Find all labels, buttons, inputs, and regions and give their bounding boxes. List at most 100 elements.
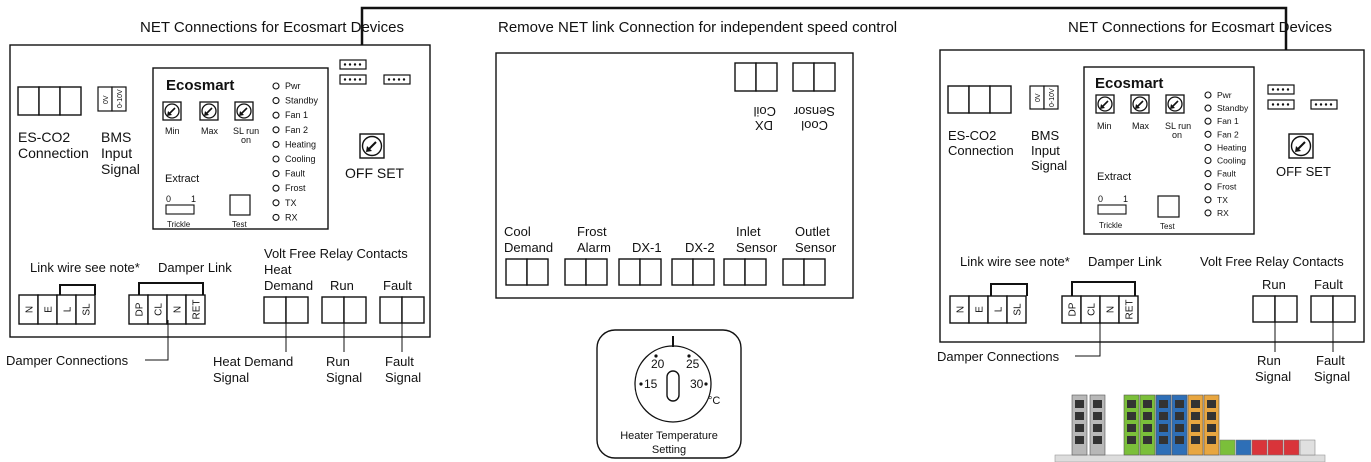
trickle-label-right: Trickle — [1099, 221, 1123, 230]
terminal-slot — [505, 258, 528, 286]
inlet-sensor-label-2: Sensor — [736, 240, 778, 255]
cooling-board: Coil DX Sensor Cool Cool Demand Frost Al… — [495, 52, 854, 299]
cool-sensor-label-1: Cool — [801, 118, 828, 133]
din-end-block — [1283, 439, 1300, 456]
max-knob-icon-right[interactable] — [1130, 94, 1150, 114]
din-screw-icon — [1191, 400, 1200, 408]
sl-run-label: SL run — [233, 126, 259, 136]
trickle-switch[interactable] — [165, 204, 195, 215]
min-knob-icon-right[interactable] — [1095, 94, 1115, 114]
bms-input-label-right: Input — [1031, 143, 1060, 158]
led-indicator-icon — [272, 155, 280, 163]
din-screw-icon — [1159, 400, 1168, 408]
run-signal-label: Run — [326, 354, 350, 369]
terminal-slot — [639, 258, 662, 286]
din-screw-icon — [1191, 412, 1200, 420]
right-leader-lines — [1075, 322, 1334, 357]
din-screw-icon — [1207, 424, 1216, 432]
terminal-slot — [75, 294, 96, 325]
heat-demand-signal-label-2: Signal — [213, 370, 249, 385]
test-button-right[interactable] — [1157, 195, 1180, 218]
offset-knob-icon-right[interactable] — [1288, 133, 1314, 159]
right-control-board: ES-CO2 Connection 0V 0-10V BMS Input Sig… — [939, 49, 1365, 343]
max-knob-icon[interactable] — [199, 101, 219, 121]
test-button[interactable] — [229, 194, 251, 216]
bms-socket-right — [1029, 85, 1059, 110]
led-indicator-icon — [272, 140, 280, 148]
din-screw-icon — [1075, 436, 1084, 444]
led-indicator-icon — [1204, 170, 1212, 178]
link-wire — [59, 284, 96, 295]
led-label: Pwr — [285, 81, 301, 91]
din-terminal-block-image — [1054, 394, 1326, 462]
heater-temperature-dial: 20 25 15 30 °C Heater Temperature Settin… — [596, 329, 742, 459]
net-connections-left-label: NET Connections for Ecosmart Devices — [140, 19, 404, 36]
led-label: Fault — [285, 169, 306, 179]
fault-signal-label-right-2: Signal — [1314, 369, 1350, 384]
led-label: Heating — [285, 139, 316, 149]
led-indicator-icon — [1204, 196, 1212, 204]
cool-demand-label: Cool — [504, 224, 531, 239]
din-end-block — [1267, 439, 1284, 456]
din-end-block — [1235, 439, 1252, 456]
terminal-label: SL — [1013, 303, 1024, 316]
terminal-slot — [1006, 295, 1027, 324]
terminal-label: N — [173, 306, 184, 313]
frost-alarm-label: Frost — [577, 224, 607, 239]
fault-signal-label-2: Signal — [385, 370, 421, 385]
heat-demand-terminal — [263, 296, 309, 324]
damper-link-wire — [138, 282, 204, 295]
run-terminal — [321, 296, 367, 324]
led-indicator-icon — [272, 184, 280, 192]
heater-setting-label: Setting — [652, 444, 686, 456]
trickle-switch-right[interactable] — [1097, 204, 1127, 215]
es-co2-socket-right — [947, 85, 1012, 114]
test-label-right: Test — [1160, 222, 1175, 231]
terminal-label: N — [25, 306, 36, 313]
led-label: RX — [285, 212, 298, 222]
heater-dial-knob-icon[interactable] — [666, 370, 680, 402]
min-knob-icon[interactable] — [162, 101, 182, 121]
heater-label: Heater Temperature — [620, 430, 718, 442]
led-indicator-icon — [272, 97, 280, 105]
terminal-label: DP — [135, 302, 146, 316]
sl-run-on-knob-icon-right[interactable] — [1165, 94, 1185, 114]
terminal-label: RET — [192, 300, 203, 320]
damper-connections-label: Damper Connections — [6, 353, 129, 368]
din-screw-icon — [1159, 436, 1168, 444]
din-end-block — [1251, 439, 1268, 456]
led-label: Cooling — [285, 154, 316, 164]
damper-connections-label-right: Damper Connections — [937, 349, 1060, 364]
din-screw-icon — [1175, 412, 1184, 420]
damper-link-label-right: Damper Link — [1088, 254, 1162, 269]
bms-signal-label-right: Signal — [1031, 158, 1067, 173]
led-indicator-icon — [1204, 209, 1212, 217]
led-label: RX — [1217, 208, 1229, 218]
net-plug-2-right — [1267, 99, 1295, 110]
offset-knob-icon[interactable] — [359, 133, 385, 159]
fault-signal-label: Fault — [385, 354, 414, 369]
trickle-0: 0 — [166, 194, 171, 204]
sl-run-label-right: SL run — [1165, 121, 1191, 131]
led-label: Fault — [1217, 169, 1237, 179]
din-screw-icon — [1075, 424, 1084, 432]
es-co2-label-right: ES-CO2 — [948, 128, 996, 143]
run-signal-label-right: Run — [1257, 353, 1281, 368]
damper-link-label: Damper Link — [158, 260, 232, 275]
terminal-label: DP — [1068, 302, 1079, 316]
fault-terminal-right — [1310, 295, 1356, 323]
din-screw-icon — [1143, 424, 1152, 432]
dx1-label: DX-1 — [632, 240, 662, 255]
terminal-label: E — [44, 306, 55, 313]
fault-signal-label-right: Fault — [1316, 353, 1345, 368]
sl-run-on-knob-icon[interactable] — [234, 101, 254, 121]
ecosmart-brand-right: Ecosmart — [1095, 75, 1163, 92]
bms-010v-right: 0-10V — [1049, 88, 1056, 107]
inlet-sensor-label: Inlet — [736, 224, 761, 239]
es-co2-socket — [17, 86, 82, 116]
terminal-slot — [744, 258, 767, 286]
